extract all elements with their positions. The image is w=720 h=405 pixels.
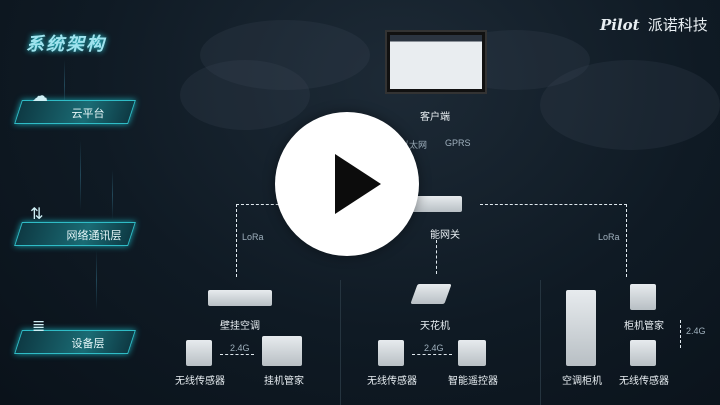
sensor-label: 无线传感器: [175, 376, 225, 387]
link-label-lora-right: LoRa: [598, 232, 620, 242]
layer-label-network: 网络通讯层: [66, 230, 122, 242]
cabinet-manager-device: [630, 284, 656, 310]
rain-streak: [64, 60, 65, 110]
column-divider: [540, 280, 541, 405]
remote-controller-label: 智能遥控器: [448, 376, 498, 387]
sensor-device: [630, 340, 656, 366]
remote-controller-device: [458, 340, 486, 366]
updown-arrows-icon: ⇅: [30, 206, 44, 223]
link-label-rf: 2.4G: [424, 343, 444, 353]
ceiling-ac-label: 天花机: [420, 321, 450, 332]
client-monitor: [385, 30, 487, 94]
page-title: 系统架构: [26, 34, 106, 54]
gateway-label: 能网关: [430, 230, 460, 241]
client-label: 客户端: [420, 112, 450, 123]
lora-link-right: [480, 204, 627, 277]
ceiling-ac-device: [410, 284, 452, 304]
play-icon: [335, 154, 381, 214]
database-icon: ≣: [32, 318, 46, 335]
cloud-shape: [180, 60, 310, 130]
logo-word: Pilot: [600, 16, 640, 34]
link-label-gprs: GPRS: [445, 138, 471, 148]
rf-link: [220, 354, 254, 355]
cabinet-manager-label: 柜机管家: [624, 321, 664, 332]
link-label-lora-left: LoRa: [242, 232, 264, 242]
rf-link: [412, 354, 452, 355]
brand-name: 派诺科技: [647, 17, 708, 34]
sensor-label: 无线传感器: [367, 376, 417, 387]
rain-streak: [112, 170, 113, 220]
wall-ac-device: [208, 290, 272, 306]
play-button[interactable]: [275, 112, 419, 256]
sensor-device: [186, 340, 212, 366]
link-label-rf: 2.4G: [686, 326, 706, 336]
wall-ac-manager-device: [262, 336, 302, 366]
cloud-icon: ☁: [32, 88, 48, 105]
link-label-rf: 2.4G: [230, 343, 250, 353]
cloud-shape: [540, 60, 720, 150]
rain-streak: [80, 140, 81, 210]
layer-label-device: 设备层: [71, 338, 105, 350]
cloud-shape: [200, 20, 370, 90]
layer-label-cloud: 云平台: [71, 108, 105, 120]
gateway-down-link: [436, 240, 437, 274]
sensor-device: [378, 340, 404, 366]
brand-logo: Pilot 派诺科技: [600, 14, 708, 35]
rf-link: [680, 320, 681, 348]
link-label-wan: 以太网: [400, 140, 428, 150]
column-divider: [340, 280, 341, 405]
sensor-label: 无线传感器: [619, 376, 669, 387]
rain-streak: [96, 250, 97, 310]
gateway-device: [412, 196, 462, 212]
wall-ac-label: 壁挂空调: [220, 321, 260, 332]
cabinet-ac-device: [566, 290, 596, 366]
cabinet-ac-label: 空调柜机: [562, 376, 602, 387]
wall-ac-manager-label: 挂机管家: [264, 376, 304, 387]
